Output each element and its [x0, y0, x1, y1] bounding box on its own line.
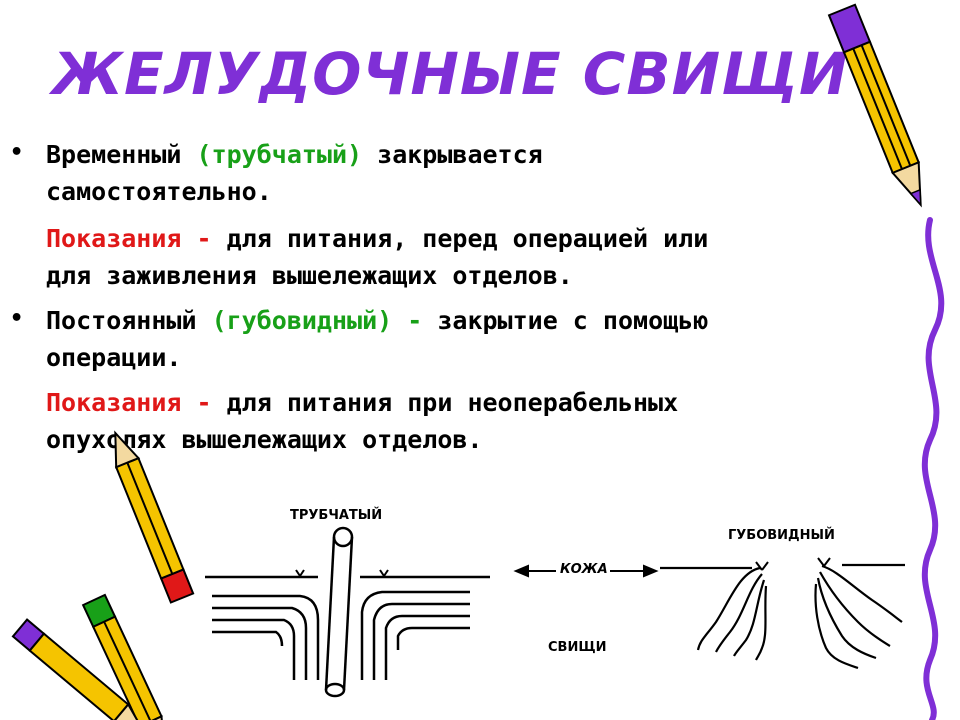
lip-fistula-diagram	[660, 557, 905, 670]
bullet-2-indication-label: Показания -	[46, 388, 227, 417]
pencil-icon-bottom-left-3	[11, 618, 147, 720]
bullet-2-green-term: (губовидный) -	[211, 306, 423, 335]
bullet-1-indication-text: для питания, перед операцией или	[226, 224, 709, 253]
bullet-1-indication-line-2: для заживления вышележащих отделов.	[46, 257, 573, 294]
bullet-1-indication-label: Показания -	[46, 224, 227, 253]
bullet-2-line-2: операции.	[46, 339, 181, 376]
bullet-2-indication-line-1: Показания - для питания при неоперабельн…	[46, 384, 678, 421]
bullet-2-line-1: Постоянный (губовидный) - закрытие с пом…	[46, 302, 708, 339]
diagram-label-skin: КОЖА	[560, 562, 608, 577]
skin-arrow	[513, 564, 659, 578]
bullet-dot-2: •	[10, 306, 24, 331]
slide-title: ЖЕЛУДОЧНЫЕ СВИЩИ	[52, 40, 849, 108]
bullet-2-text: Постоянный	[46, 306, 212, 335]
bullet-1-indication-text-line2: для заживления вышележащих отделов.	[46, 261, 573, 290]
bullet-1-text: Временный	[46, 140, 197, 169]
pencil-icon-bottom-left-1	[114, 430, 195, 604]
bullet-1-indication-line-1: Показания - для питания, перед операцией…	[46, 220, 708, 257]
bullet-1-green-term: (трубчатый)	[196, 140, 363, 169]
bullet-1-text-line2: самостоятельно.	[46, 177, 272, 206]
purple-wave-decoration	[921, 217, 945, 720]
diagram-label-tubular: ТРУБЧАТЫЙ	[290, 508, 383, 523]
bullet-1-line-1: Временный (трубчатый) закрывается	[46, 136, 543, 173]
bullet-1-text-tail: закрывается	[362, 140, 543, 169]
bullet-2-text-tail: закрытие с помощью	[422, 306, 709, 335]
bullet-dot-1: •	[10, 140, 24, 165]
bullet-1-line-2: самостоятельно.	[46, 173, 272, 210]
diagram-label-fistulas: СВИЩИ	[548, 640, 607, 655]
diagram-label-lip: ГУБОВИДНЫЙ	[728, 528, 835, 543]
bullet-2-text-line2: операции.	[46, 343, 182, 372]
bullet-2-indication-text: для питания при неоперабельных	[226, 388, 679, 417]
pencil-icon-bottom-left-2	[81, 593, 166, 720]
pencil-icon-top-right	[827, 3, 922, 208]
tubular-fistula-diagram	[205, 526, 490, 698]
